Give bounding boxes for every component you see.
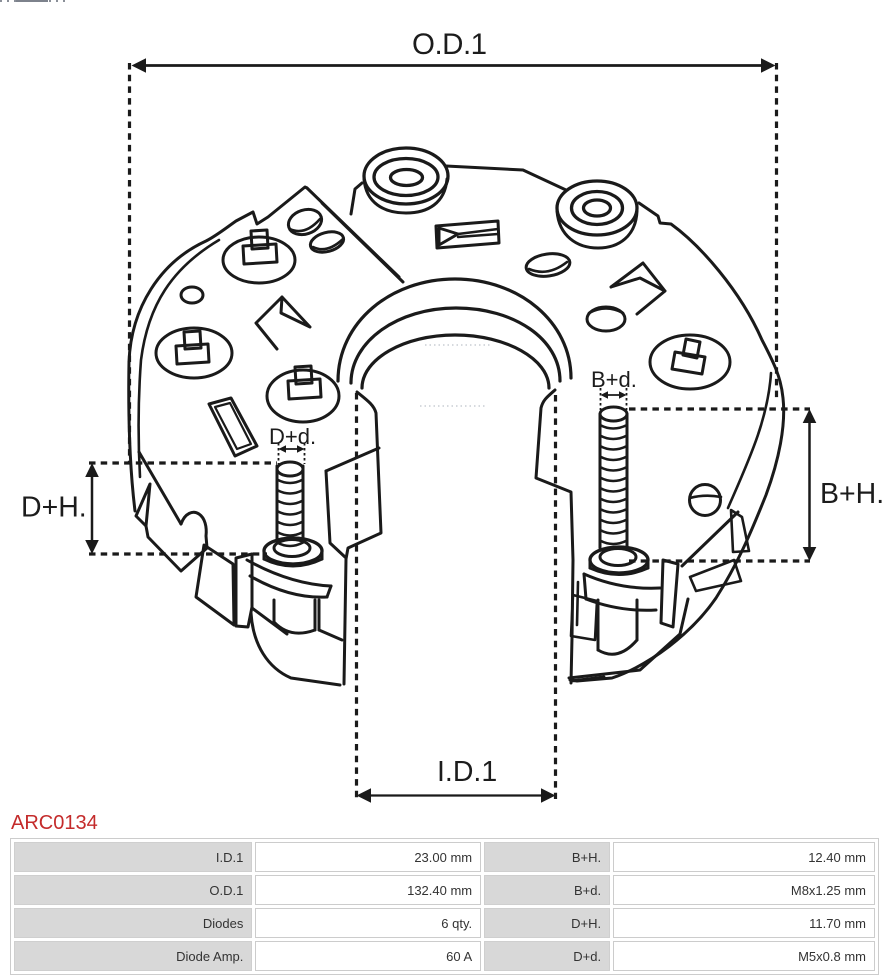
- svg-text:B+d.: B+d.: [591, 367, 637, 392]
- svg-text:D+H.: D+H.: [21, 492, 87, 524]
- svg-text:B+H.: B+H.: [820, 478, 884, 510]
- svg-text:I.D.1: I.D.1: [437, 756, 497, 788]
- svg-text:D+d.: D+d.: [269, 424, 316, 449]
- svg-text:O.D.1: O.D.1: [412, 28, 487, 61]
